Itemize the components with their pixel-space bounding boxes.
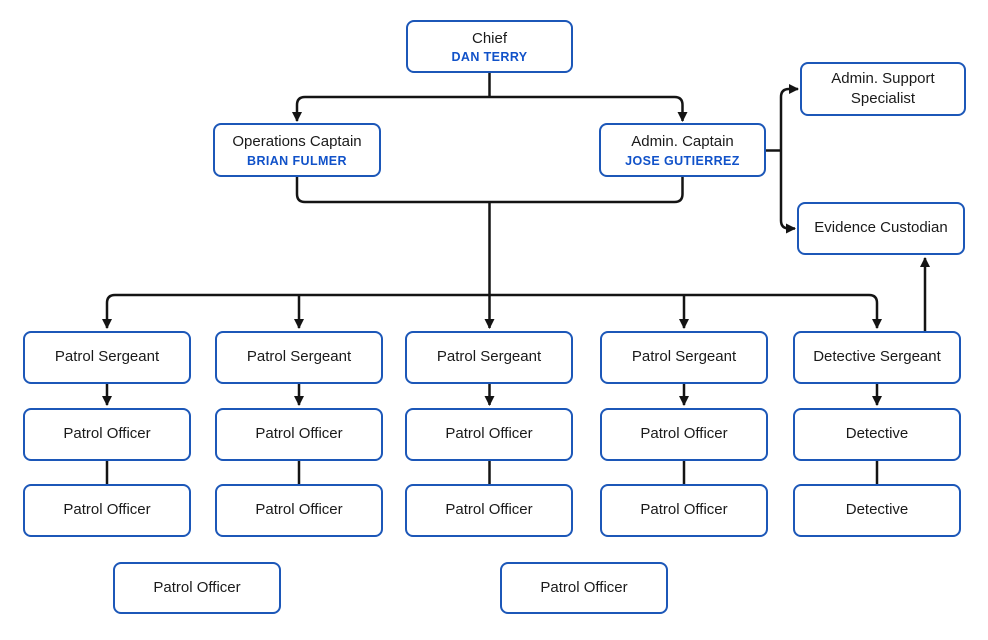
node-title: Patrol Officer [640, 501, 728, 519]
org-node-patrol-officer-1a: Patrol Officer [23, 408, 191, 461]
wire-to-evidence-custodian [779, 150, 796, 234]
org-node-patrol-officer-unassigned-2: Patrol Officer [500, 562, 668, 614]
org-node-patrol-officer-unassigned-1: Patrol Officer [113, 562, 281, 614]
node-title: Patrol Officer [540, 578, 628, 596]
org-node-detective-sergeant: Detective Sergeant [793, 331, 961, 384]
org-node-patrol-officer-3b: Patrol Officer [405, 484, 573, 537]
org-node-admin-captain: Admin. Captain JOSE GUTIERREZ [599, 123, 766, 177]
wire-chief-to-admin-captain [489, 95, 688, 122]
node-title: Patrol Sergeant [436, 348, 542, 366]
org-node-patrol-sergeant-2: Patrol Sergeant [215, 331, 383, 384]
node-title: Patrol Officer [153, 578, 241, 596]
org-node-chief: Chief DAN TERRY [406, 20, 573, 73]
node-title: Admin. Captain [631, 133, 734, 151]
wire-splitter-to-sergeant-5 [489, 293, 882, 329]
node-title: Detective [845, 425, 909, 443]
wire-splitter-to-sergeant-1 [102, 293, 490, 329]
node-person-name: JOSE GUTIERREZ [625, 153, 740, 168]
node-title: Detective Sergeant [813, 348, 941, 366]
node-title: Patrol Sergeant [54, 348, 160, 366]
node-title: Patrol Officer [255, 501, 343, 519]
node-title: Patrol Officer [445, 425, 533, 443]
node-title: Patrol Officer [63, 501, 151, 519]
node-title: Patrol Officer [63, 425, 151, 443]
wire-chief-to-operations-captain [292, 95, 490, 122]
node-title: Chief [471, 29, 508, 47]
node-title: Evidence Custodian [814, 219, 948, 237]
org-node-detective-2: Detective [793, 484, 961, 537]
node-person-name: DAN TERRY [451, 50, 528, 65]
node-title: Patrol Officer [255, 425, 343, 443]
node-title: Operations Captain [232, 133, 362, 151]
org-node-patrol-officer-2b: Patrol Officer [215, 484, 383, 537]
org-node-patrol-officer-2a: Patrol Officer [215, 408, 383, 461]
org-node-patrol-officer-1b: Patrol Officer [23, 484, 191, 537]
org-node-patrol-officer-3a: Patrol Officer [405, 408, 573, 461]
org-node-patrol-officer-4b: Patrol Officer [600, 484, 768, 537]
org-node-operations-captain: Operations Captain BRIAN FULMER [213, 123, 381, 177]
org-node-patrol-sergeant-1: Patrol Sergeant [23, 331, 191, 384]
node-title: Patrol Officer [640, 425, 728, 443]
wire-captains-join [295, 177, 684, 204]
org-node-patrol-sergeant-3: Patrol Sergeant [405, 331, 573, 384]
org-node-admin-support-specialist: Admin. Support Specialist [800, 62, 966, 116]
node-title: Patrol Officer [445, 501, 533, 519]
node-title: Patrol Sergeant [246, 348, 352, 366]
node-title: Admin. Support Specialist [831, 69, 935, 107]
node-person-name: BRIAN FULMER [247, 153, 347, 168]
org-node-patrol-officer-4a: Patrol Officer [600, 408, 768, 461]
org-node-evidence-custodian: Evidence Custodian [797, 202, 965, 255]
node-title: Patrol Sergeant [631, 348, 737, 366]
org-node-detective-1: Detective [793, 408, 961, 461]
wire-to-admin-support-specialist [779, 84, 799, 151]
node-title: Detective [845, 501, 909, 519]
org-node-patrol-sergeant-4: Patrol Sergeant [600, 331, 768, 384]
